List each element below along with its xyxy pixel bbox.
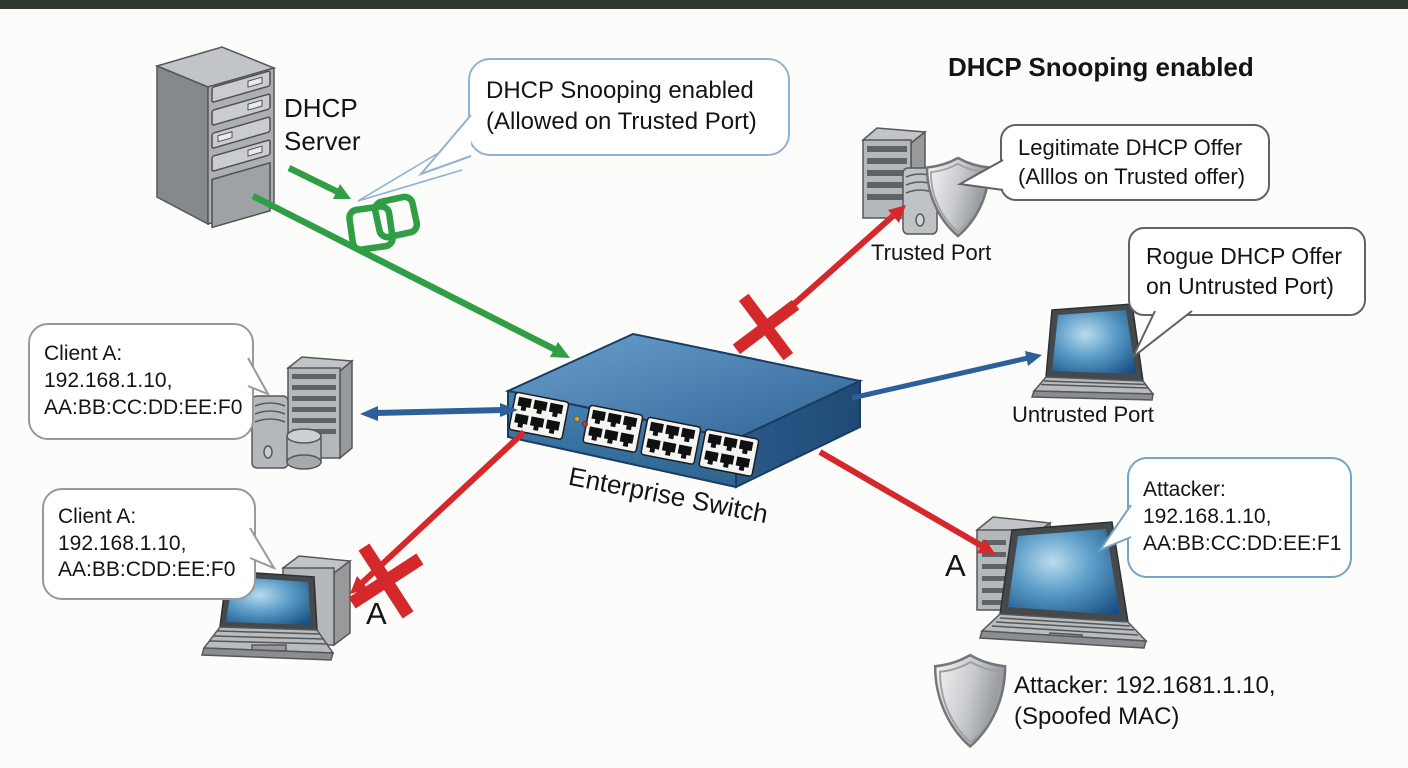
callout-text: 192.168.1.10, (44, 369, 173, 393)
callout-text: AA:BB:CDD:EE:F0 (58, 558, 236, 582)
attacker-computer-icon (975, 516, 1148, 649)
untrusted-port-label: Untrusted Port (1012, 402, 1154, 427)
callout-text: on Untrusted Port) (1146, 272, 1334, 299)
spoof-shield-icon (933, 653, 1007, 748)
callout-text: AA:BB:CC:DD:EE:F0 (44, 395, 243, 419)
laptop-icon (1030, 303, 1155, 401)
server-tower-icon (154, 46, 277, 229)
callout-text: 192.168.1.10, (1143, 505, 1272, 529)
callout-attacker: Attacker: 192.168.1.10, AA:BB:CC:DD:EE:F… (1127, 457, 1352, 578)
callout-rogue-offer: Rogue DHCP Offer on Untrusted Port) (1128, 227, 1366, 316)
callout-text: (Allowed on Trusted Port) (486, 108, 757, 135)
green-dhcp-arrow-long (251, 193, 570, 358)
footnote-text: Attacker: 192.1681.1.10, (Spoofed MAC) (1014, 672, 1276, 730)
green-dhcp-arrow-short (287, 165, 351, 199)
top-strip (0, 0, 1408, 9)
callout-text: (Alllos on Trusted offer) (1018, 163, 1246, 189)
callout-text: 192.168.1.10, (58, 531, 187, 555)
red-attacker-arrow (818, 449, 996, 555)
callout-text: Client A: (44, 342, 123, 366)
callout-client-a-top: Client A: 192.168.1.10, AA:BB:CC:DD:EE:F… (28, 323, 254, 440)
callout-text: Rogue DHCP Offer (1146, 243, 1343, 270)
switch-led (582, 420, 589, 427)
blocked-client-computer-icon (201, 555, 352, 661)
callout-text: AA:BB:CC:DD:EE:F1 (1143, 531, 1342, 555)
callout-client-a-bottom: Client A: 192.168.1.10, AA:BB:CDD:EE:F0 (42, 488, 256, 600)
trusted-port-label: Trusted Port (871, 240, 992, 265)
x-mark-icon (732, 293, 800, 361)
callout-text: Attacker: (1143, 478, 1226, 502)
callout-text: DHCP Snooping enabled (486, 77, 754, 105)
workstation-icon (251, 356, 354, 470)
switch-icon (504, 332, 864, 489)
chain-link-icon (346, 193, 421, 253)
blue-client-arrow (360, 403, 518, 421)
x-mark-icon (348, 543, 424, 619)
blocked-marker-left: A (366, 596, 387, 631)
callout-legitimate-offer: Legitimate DHCP Offer (Alllos on Trusted… (1000, 124, 1270, 201)
blue-untrusted-arrow (851, 351, 1042, 401)
blocked-marker-right: A (945, 548, 966, 583)
page-title: DHCP Snooping enabled (948, 52, 1254, 82)
callout-snooping: DHCP Snooping enabled (Allowed on Truste… (468, 58, 790, 156)
switch-led (574, 415, 581, 422)
callout-text: Legitimate DHCP Offer (1018, 135, 1243, 161)
dhcp-server-label: DHCP Server (284, 93, 361, 156)
callout-text: Client A: (58, 504, 137, 528)
